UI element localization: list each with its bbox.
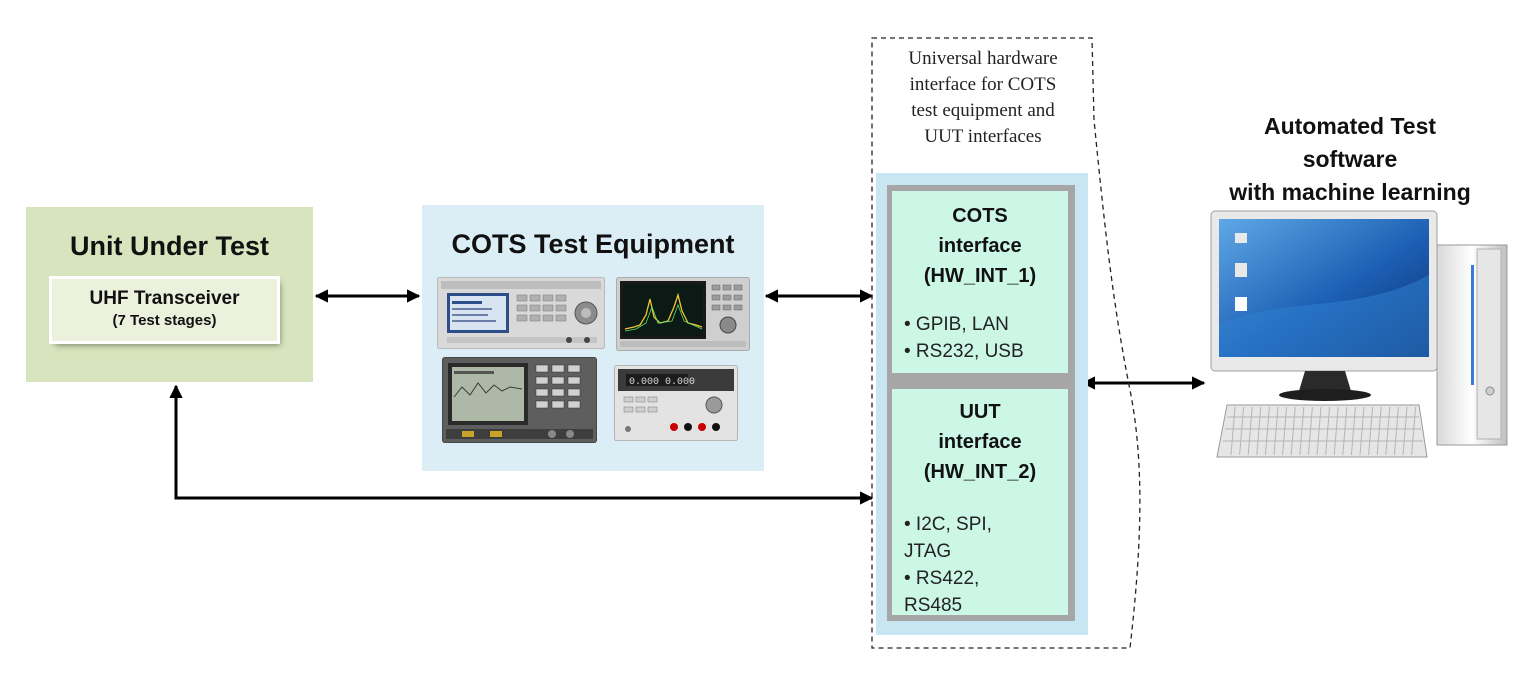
uut-interface-title-line: (HW_INT_2) — [923, 461, 1037, 483]
uut-interface-card: UUT interface (HW_INT_2) • I2C, SPI, JTA… — [887, 381, 1075, 621]
uut-interface-item: JTAG — [904, 541, 952, 562]
interface-column: COTS interface (HW_INT_1) • GPIB, LAN • … — [876, 173, 1088, 635]
software-title-line: Automated Test — [1263, 113, 1437, 139]
caption-line: interface for COTS — [909, 74, 1057, 95]
test-stages-label: (7 Test stages) — [112, 312, 217, 329]
interface-caption: Universal hardware interface for COTS te… — [876, 46, 1090, 150]
uut-title: Unit Under Test — [69, 231, 269, 261]
software-title-line: with machine learning — [1229, 179, 1471, 205]
uut-interface-item: • I2C, SPI, — [904, 514, 992, 535]
cots-interface-title-line: interface — [938, 235, 1022, 257]
communication-analyzer-image — [442, 357, 597, 443]
cots-test-equipment-block: COTS Test Equipment — [422, 205, 764, 471]
uut-interface-item: • RS422, — [904, 568, 980, 589]
cots-title: COTS Test Equipment — [451, 229, 735, 259]
arrow-uut-interface-loop — [169, 384, 874, 505]
uut-interface-item: RS485 — [904, 595, 963, 616]
caption-line: test equipment and — [911, 100, 1055, 121]
cots-interface-title-line: COTS — [952, 205, 1008, 227]
uut-interface-title-line: interface — [938, 431, 1022, 453]
power-supply-image: 0.000 0.000 — [614, 365, 738, 441]
cots-interface-item: • GPIB, LAN — [904, 314, 1009, 335]
signal-generator-image — [437, 277, 605, 349]
svg-text:0.000 0.000: 0.000 0.000 — [629, 377, 695, 388]
uhf-transceiver-box: UHF Transceiver (7 Test stages) — [52, 279, 277, 341]
spectrum-analyzer-image — [616, 277, 750, 351]
cots-interface-item: • RS232, USB — [904, 341, 1024, 362]
cots-interface-card: COTS interface (HW_INT_1) • GPIB, LAN • … — [887, 185, 1075, 381]
caption-line: Universal hardware — [908, 48, 1058, 69]
unit-under-test-block: Unit Under Test UHF Transceiver (7 Test … — [26, 207, 313, 382]
software-title-line: software — [1302, 146, 1398, 172]
cots-interface-title-line: (HW_INT_1) — [923, 265, 1037, 287]
software-title: Automated Test software with machine lea… — [1195, 110, 1505, 209]
keyboard — [1216, 404, 1428, 458]
desktop-computer-image — [1210, 210, 1508, 458]
uut-interface-title-line: UUT — [959, 401, 1001, 423]
caption-line: UUT interfaces — [924, 126, 1042, 147]
uhf-transceiver-label: UHF Transceiver — [89, 288, 240, 309]
